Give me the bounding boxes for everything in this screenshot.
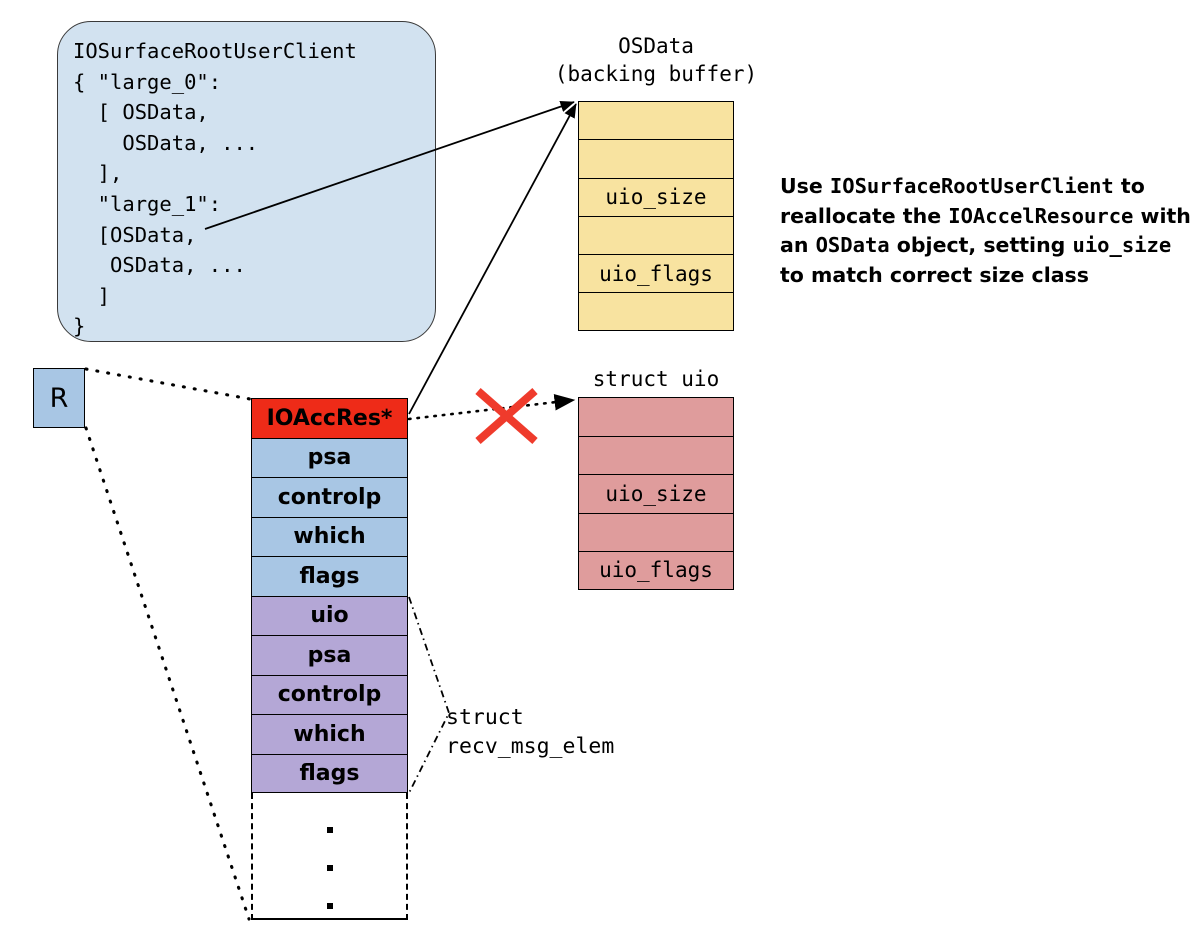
dotted-r-to-array-bottom [84,426,251,921]
elem-row-label: uio [310,603,349,629]
uio-row [578,512,734,551]
note-seg: to reallocate the [780,174,1145,228]
recv-msg-elem-label-line2: recv_msg_elem [446,734,615,759]
osdata-caption-line1: OSData [618,34,694,58]
osdata-row-uio-size: uio_size [578,177,734,216]
receive-buffer-box: R [33,368,85,428]
note-seg: with an [780,203,1191,258]
elem-row-label: which [293,721,366,747]
osdata-backing-buffer-table: uio_size uio_flags [578,101,734,331]
osdata-caption-line2: (backing buffer) [554,62,758,86]
struct-uio-table: uio_size uio_flags [578,397,734,590]
osdata-row-label: uio_size [605,185,707,210]
elem-row-label: psa [307,445,352,471]
ellipsis-dot [326,865,333,871]
osdata-row-label: uio_flags [599,261,713,286]
uio-row-uio-size: uio_size [578,474,734,513]
elem-row-psa: psa [251,437,408,477]
annotation-note: Use IOSurfaceRootUserClient to reallocat… [780,172,1200,290]
note-seg-code: IOAccelResource [948,203,1134,228]
elem-row-which-2: which [251,714,408,754]
dotted-r-to-array-top [84,367,252,401]
ellipsis-dot [326,903,333,909]
osdata-row [578,139,734,178]
recv-msg-elem-continuation [251,793,408,920]
elem-row-ioaccres-pointer: IOAccRes* [251,398,408,438]
elem-row-label: flags [299,563,360,589]
elem-row-psa-2: psa [251,635,408,675]
note-seg: to match correct size class [780,262,1089,287]
osdata-row [578,292,734,331]
recv-msg-elem-label: struct recv_msg_elem [446,703,676,761]
elem-row-label: controlp [277,484,382,510]
elem-row-label: flags [299,760,360,786]
note-seg-code: IOSurfaceRootUserClient [829,174,1114,198]
osdata-row [578,215,734,255]
elem-row-label: psa [307,642,352,668]
elem-row-controlp: controlp [251,477,408,517]
elem-row-uio: uio [251,595,408,635]
uio-row [578,397,734,436]
elem-row-label: IOAccRes* [266,405,393,431]
struct-uio-caption: struct uio [592,367,720,391]
uio-row-uio-flags: uio_flags [578,551,734,590]
ellipsis-dot [326,827,333,833]
osdata-row-uio-flags: uio_flags [578,254,734,293]
invalid-cross-icon [475,387,538,445]
elem-row-which: which [251,516,408,556]
recv-msg-elem-table: IOAccRes* psa controlp which flags uio p… [251,398,408,793]
elem-row-flags-2: flags [251,753,408,793]
recv-msg-elem-label-line1: struct [446,705,524,730]
note-seg: object, setting [889,233,1073,257]
iosurface-client-code: IOSurfaceRootUserClient { "large_0": [ O… [73,39,357,339]
arrow-ioaccres-to-struct-uio [407,393,576,421]
osdata-row [578,101,734,140]
elem-row-label: which [293,524,366,550]
elem-row-label: controlp [277,682,382,708]
brace-recv-msg-elem [408,596,450,794]
uio-row-label: uio_size [605,481,707,506]
uio-row [578,435,734,474]
uio-row-label: uio_flags [599,558,713,583]
note-seg-code: OSData [815,233,890,257]
osdata-caption: OSData (backing buffer) [528,32,784,88]
note-seg: Use [780,174,830,198]
elem-row-flags: flags [251,556,408,596]
note-seg-code: uio_size [1072,233,1172,257]
elem-row-controlp-2: controlp [251,674,408,714]
